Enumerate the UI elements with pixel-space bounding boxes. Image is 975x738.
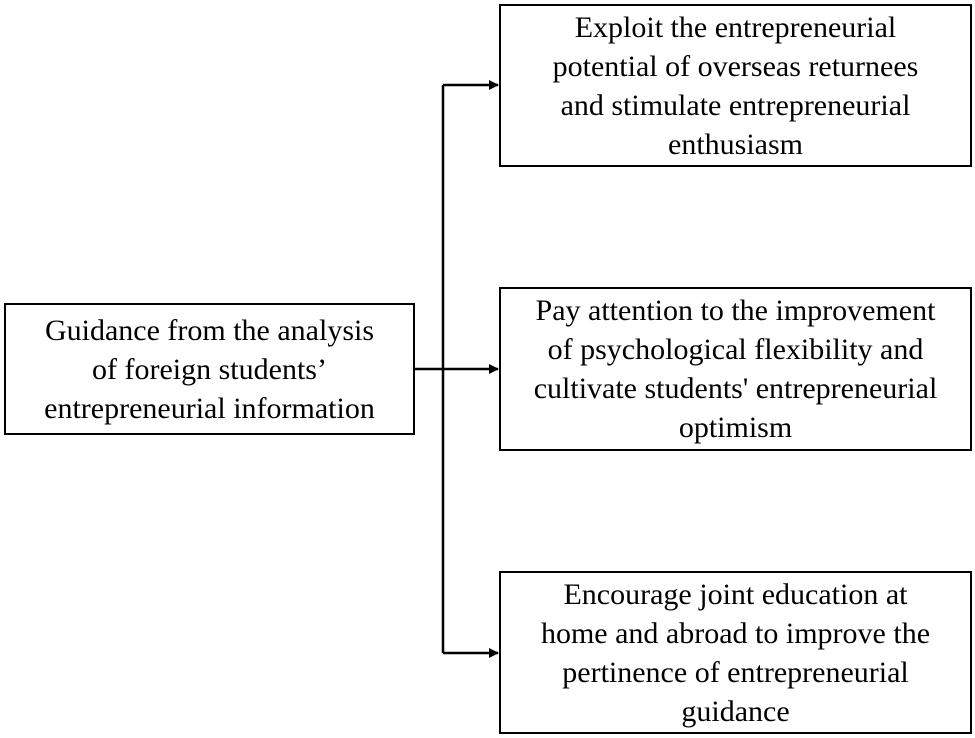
target-box-2: Pay attention to the improvement of psyc… [499,287,972,451]
source-box-text: Guidance from the analysis of foreign st… [44,313,375,425]
target-box-3: Encourage joint education at home and ab… [499,571,972,734]
target-box-3-text: Encourage joint education at home and ab… [540,577,931,728]
target-box-1-text: Exploit the entrepreneurial potential of… [552,10,919,161]
target-box-1: Exploit the entrepreneurial potential of… [499,4,972,167]
target-box-2-text: Pay attention to the improvement of psyc… [533,294,938,444]
source-box: Guidance from the analysis of foreign st… [4,303,415,435]
